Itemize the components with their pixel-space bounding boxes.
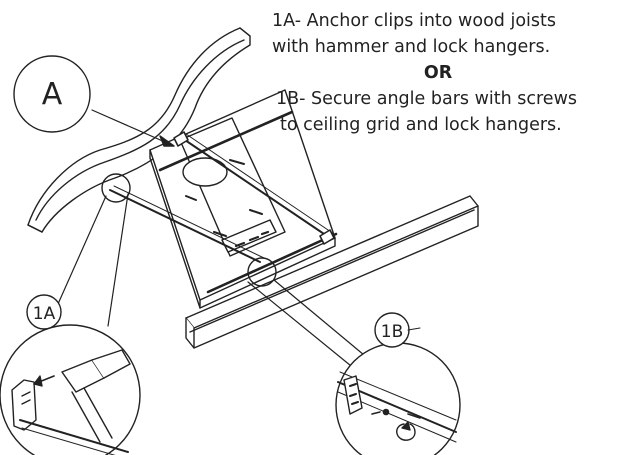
hanger-bars bbox=[109, 131, 335, 263]
instruction-or: OR bbox=[423, 63, 453, 83]
callout-a-arrow bbox=[91, 109, 175, 147]
detail-marker-1a bbox=[101, 173, 131, 203]
detail-marker-1b bbox=[247, 257, 277, 287]
instruction-1b-line-1: 1B- Secure angle bars with screws bbox=[276, 89, 578, 109]
callout-a-label: A bbox=[42, 77, 63, 112]
callout-a-circle bbox=[13, 55, 91, 133]
ceiling-grid-bar bbox=[185, 195, 479, 349]
instruction-1a-line-2: with hammer and lock hangers. bbox=[272, 37, 551, 57]
callout-1a-circle bbox=[26, 294, 62, 330]
callout-1b-label: 1B bbox=[381, 322, 403, 342]
callout-1a-label: 1A bbox=[33, 304, 56, 324]
detail-view-1b bbox=[335, 342, 461, 455]
wood-joist bbox=[27, 27, 251, 233]
instruction-1a-line-1: 1A- Anchor clips into wood joists bbox=[272, 11, 556, 31]
instructions-block: 1A- Anchor clips into wood joists with h… bbox=[262, 8, 622, 138]
detail-view-1a bbox=[0, 324, 141, 455]
instruction-1b-line-2: to ceiling grid and lock hangers. bbox=[280, 115, 562, 135]
